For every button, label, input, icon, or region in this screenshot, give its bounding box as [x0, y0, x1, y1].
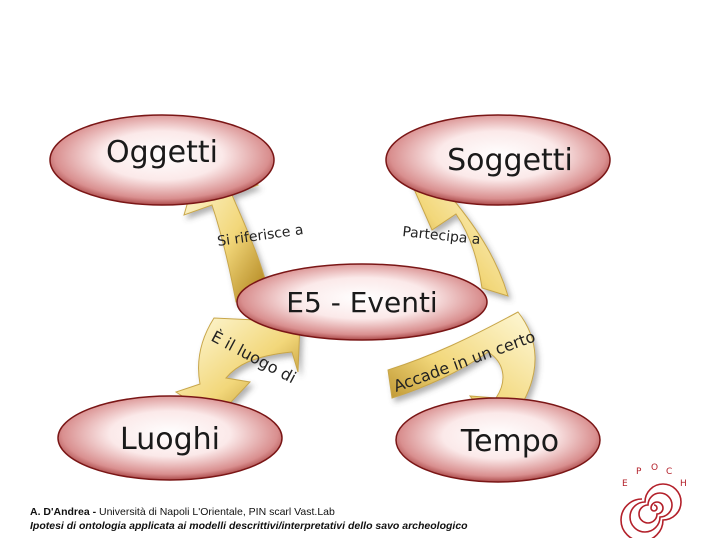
label-soggetti: Soggetti	[447, 143, 573, 178]
node-tempo	[395, 397, 601, 483]
node-soggetti	[385, 114, 611, 206]
footer-author: A. D'Andrea -	[30, 506, 97, 518]
arrow-luogo-di	[174, 317, 301, 419]
epoch-spiral-icon	[620, 483, 682, 538]
node-eventi	[236, 263, 488, 341]
label-tempo: Tempo	[460, 424, 559, 459]
node-oggetti	[49, 114, 275, 206]
footer-title: Ipotesi di ontologia applicata ai modell…	[30, 520, 468, 532]
footer: A. D'Andrea - Università di Napoli L'Ori…	[30, 505, 590, 533]
node-luoghi	[57, 395, 283, 481]
label-luoghi: Luoghi	[120, 422, 220, 457]
footer-affiliation: Università di Napoli L'Orientale, PIN sc…	[96, 506, 335, 518]
label-eventi: E5 - Eventi	[286, 286, 437, 319]
label-oggetti: Oggetti	[106, 135, 218, 170]
footer-line-1: A. D'Andrea - Università di Napoli L'Ori…	[30, 505, 590, 519]
